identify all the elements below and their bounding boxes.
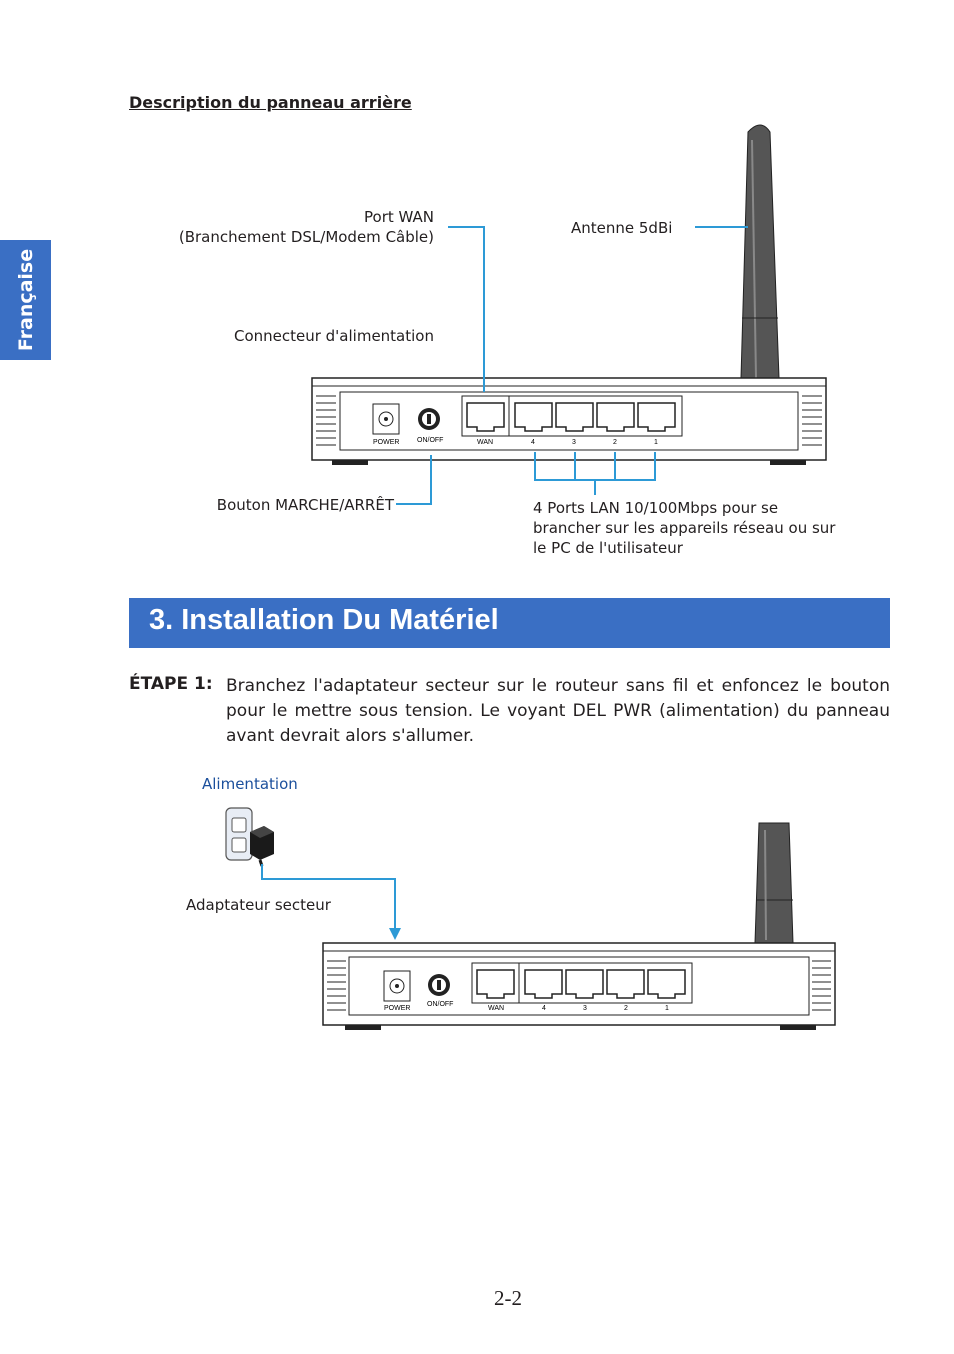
step-1-label: ÉTAPE 1: <box>129 674 213 694</box>
rear-panel-figure: POWER ON/OFF WAN 4 3 2 1 <box>311 124 827 505</box>
language-tab: Française <box>0 240 51 360</box>
adapter-label: Adaptateur secteur <box>186 896 331 914</box>
lan-port-4-label: 4 <box>531 439 535 446</box>
power-label: Alimentation <box>202 775 298 793</box>
section-banner: 3. Installation Du Matériel <box>129 598 890 648</box>
lan-port-4-label-2: 4 <box>542 1005 546 1012</box>
on-off-button-callout: Bouton MARCHE/ARRÊT <box>216 496 394 514</box>
power-connector-callout: Connecteur d'alimentation <box>233 327 434 345</box>
wall-outlet-icon <box>225 807 274 867</box>
power-port-label-2: POWER <box>384 1005 410 1012</box>
adapter-callout-arrow <box>261 864 401 940</box>
section-title: 3. Installation Du Matériel <box>149 604 499 636</box>
power-port-label: POWER <box>373 439 399 446</box>
router-rear-illustration-2: POWER ON/OFF WAN 4 3 2 1 <box>322 942 836 1030</box>
lan-port-1-label: 1 <box>654 439 658 446</box>
wan-port-callout: Port WAN (Branchement DSL/Modem Câble) <box>178 208 434 246</box>
step-1-text: Branchez l'adaptateur secteur sur le rou… <box>226 676 890 746</box>
section-heading: Description du panneau arrière <box>129 93 412 112</box>
router-rear-illustration: POWER ON/OFF WAN 4 3 2 1 <box>311 377 827 465</box>
callout-lines <box>396 226 748 505</box>
wan-port-label: WAN <box>477 439 493 446</box>
onoff-label-2: ON/OFF <box>427 1001 453 1008</box>
power-connection-figure: POWER ON/OFF WAN 4 3 2 1 <box>225 807 836 1030</box>
lan-port-2-label: 2 <box>613 439 617 446</box>
lan-port-1-label-2: 1 <box>665 1005 669 1012</box>
onoff-label: ON/OFF <box>417 437 443 444</box>
antenna-illustration-2 <box>754 822 794 944</box>
antenna-callout: Antenne 5dBi <box>571 219 673 237</box>
wan-port-label-2: WAN <box>488 1005 504 1012</box>
lan-port-3-label: 3 <box>572 439 576 446</box>
lan-ports-callout: 4 Ports LAN 10/100Mbps pour se brancher … <box>533 499 836 557</box>
antenna-illustration <box>740 124 780 379</box>
lan-port-2-label-2: 2 <box>624 1005 628 1012</box>
lan-port-3-label-2: 3 <box>583 1005 587 1012</box>
page-number: 2-2 <box>494 1286 522 1310</box>
